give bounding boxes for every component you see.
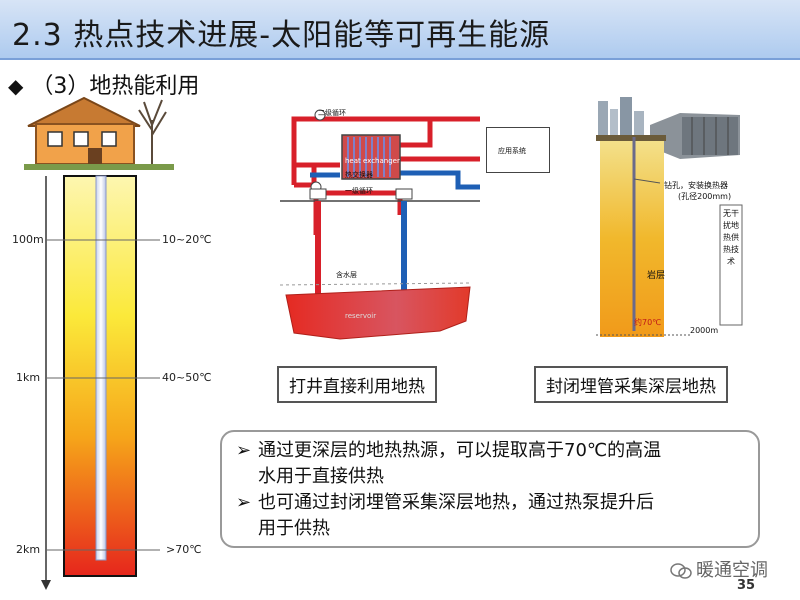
- page-number: 35: [737, 578, 756, 593]
- rock-layer-label: 岩层: [647, 271, 666, 281]
- bullet-text-line: 也可通过封闭埋管采集深层地热，通过热泵提升后: [258, 492, 654, 513]
- heat-exchanger-en-label: heat exchanger: [345, 157, 400, 165]
- bullet-text-line: 通过更深层的地热热源，可以提取高于70℃的高温: [258, 440, 662, 461]
- temp-label-mid: 40~50℃: [162, 371, 212, 384]
- depth-gauge: [41, 175, 160, 590]
- bullet-text-line: 水用于直接供热: [258, 466, 384, 487]
- user-system-label: 应用系统: [498, 147, 526, 155]
- depth-label-1km: 1km: [16, 371, 41, 384]
- diamond-bullet-icon: ◆: [8, 74, 24, 98]
- bullet-text-line: 用于供热: [258, 518, 330, 539]
- drill-label-line1: 钻孔，安装换热器: [664, 181, 728, 190]
- closed-loop-diagram: [596, 97, 743, 337]
- arrow-bullet-icon: ➢: [236, 440, 252, 461]
- watermark-text: 暖通空调: [696, 560, 768, 581]
- depth-label-2km: 2km: [16, 543, 41, 556]
- summary-bullets: ➢ 通过更深层的地热热源，可以提取高于70℃的高温水用于直接供热 ➢ 也可通过封…: [220, 430, 760, 548]
- aquifer-label: 含水层: [336, 271, 357, 279]
- drill-label-line2: (孔径200mm): [678, 192, 732, 201]
- caption-direct-well: 打井直接利用地热: [277, 366, 437, 403]
- depth-2000m-label: 2000m: [690, 326, 719, 335]
- title-bar: 2.3 热点技术进展-太阳能等可再生能源: [0, 0, 800, 60]
- reservoir-label: reservoir: [345, 312, 377, 320]
- slide-title: 2.3 热点技术进展-太阳能等可再生能源: [12, 18, 551, 53]
- primary-loop-label: 一级循环: [345, 187, 373, 195]
- secondary-loop-label: 二级循环: [318, 109, 346, 117]
- caption-closed-loop: 封闭埋管采集深层地热: [534, 366, 728, 403]
- temp-label-shallow: 10~20℃: [162, 233, 212, 246]
- section-title: （3）地热能利用: [31, 74, 200, 99]
- heat-exchanger-cn-label: 热交换器: [345, 171, 373, 179]
- direct-well-diagram: [280, 109, 480, 340]
- bottom-temp-label: 约70℃: [634, 318, 662, 327]
- bullet-item: ➢ 通过更深层的地热热源，可以提取高于70℃的高温水用于直接供热: [236, 438, 744, 490]
- bullet-item: ➢ 也可通过封闭埋管采集深层地热，通过热泵提升后用于供热: [236, 490, 744, 542]
- depth-label-100m: 100m: [12, 233, 44, 246]
- vertical-technology-note: 无干扰地热供热技术: [723, 209, 739, 266]
- chat-bubble-icon: [670, 563, 692, 579]
- user-system-box: [486, 127, 550, 173]
- temp-label-deep: >70℃: [166, 543, 202, 556]
- house-illustration: [24, 96, 174, 170]
- watermark: 暖通空调: [670, 556, 768, 582]
- section-heading: ◆ （3）地热能利用: [8, 68, 199, 100]
- arrow-bullet-icon: ➢: [236, 492, 252, 513]
